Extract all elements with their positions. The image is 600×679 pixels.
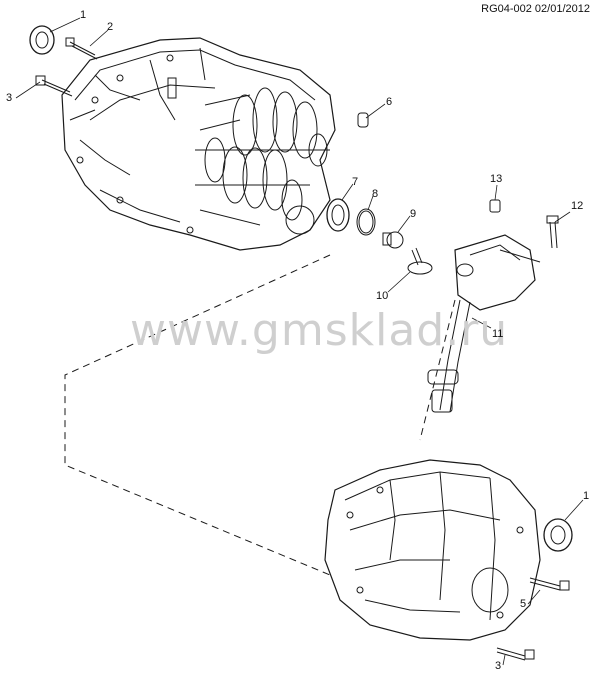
part-3-bolt-top <box>35 75 73 97</box>
callout-13: 13 <box>490 173 503 185</box>
callout-9: 9 <box>410 208 417 220</box>
part-1-axle-seal-bottom <box>543 518 573 552</box>
callout-1-bottom: 1 <box>583 490 590 502</box>
part-6-plug <box>357 112 369 128</box>
callout-12: 12 <box>571 200 584 212</box>
callout-leader-lines <box>15 17 584 666</box>
part-7-oil-seal <box>326 198 350 232</box>
part-12-bolt <box>546 215 559 249</box>
part-13-bushing <box>489 199 501 213</box>
lower-transmission-case <box>324 459 541 641</box>
callout-7: 7 <box>352 176 359 188</box>
part-9-gear-washer <box>382 231 404 249</box>
callout-11: 11 <box>492 328 504 340</box>
part-5-bolt <box>529 577 570 591</box>
diagram-reference-code: RG04-002 02/01/2012 <box>481 3 590 15</box>
watermark-text: www.gmsklad.ru <box>130 305 509 356</box>
part-3-bolt-bottom <box>496 647 535 661</box>
callout-8: 8 <box>372 188 379 200</box>
gear-train-assembly <box>195 87 330 235</box>
part-1-axle-seal-top <box>29 25 55 55</box>
part-11-shift-control <box>427 234 541 413</box>
callout-3-top: 3 <box>6 92 13 104</box>
upper-transmission-case <box>61 37 336 251</box>
callout-10: 10 <box>376 290 389 302</box>
callout-6: 6 <box>386 96 393 108</box>
alignment-dashed-lines <box>64 254 456 576</box>
callout-1-top: 1 <box>80 9 87 21</box>
part-8-o-ring <box>356 208 376 236</box>
part-10-speed-sensor <box>407 247 433 275</box>
callout-3-bottom: 3 <box>495 660 502 672</box>
callout-2: 2 <box>107 21 114 33</box>
part-2-bolt <box>65 37 98 60</box>
callout-5: 5 <box>520 598 527 610</box>
